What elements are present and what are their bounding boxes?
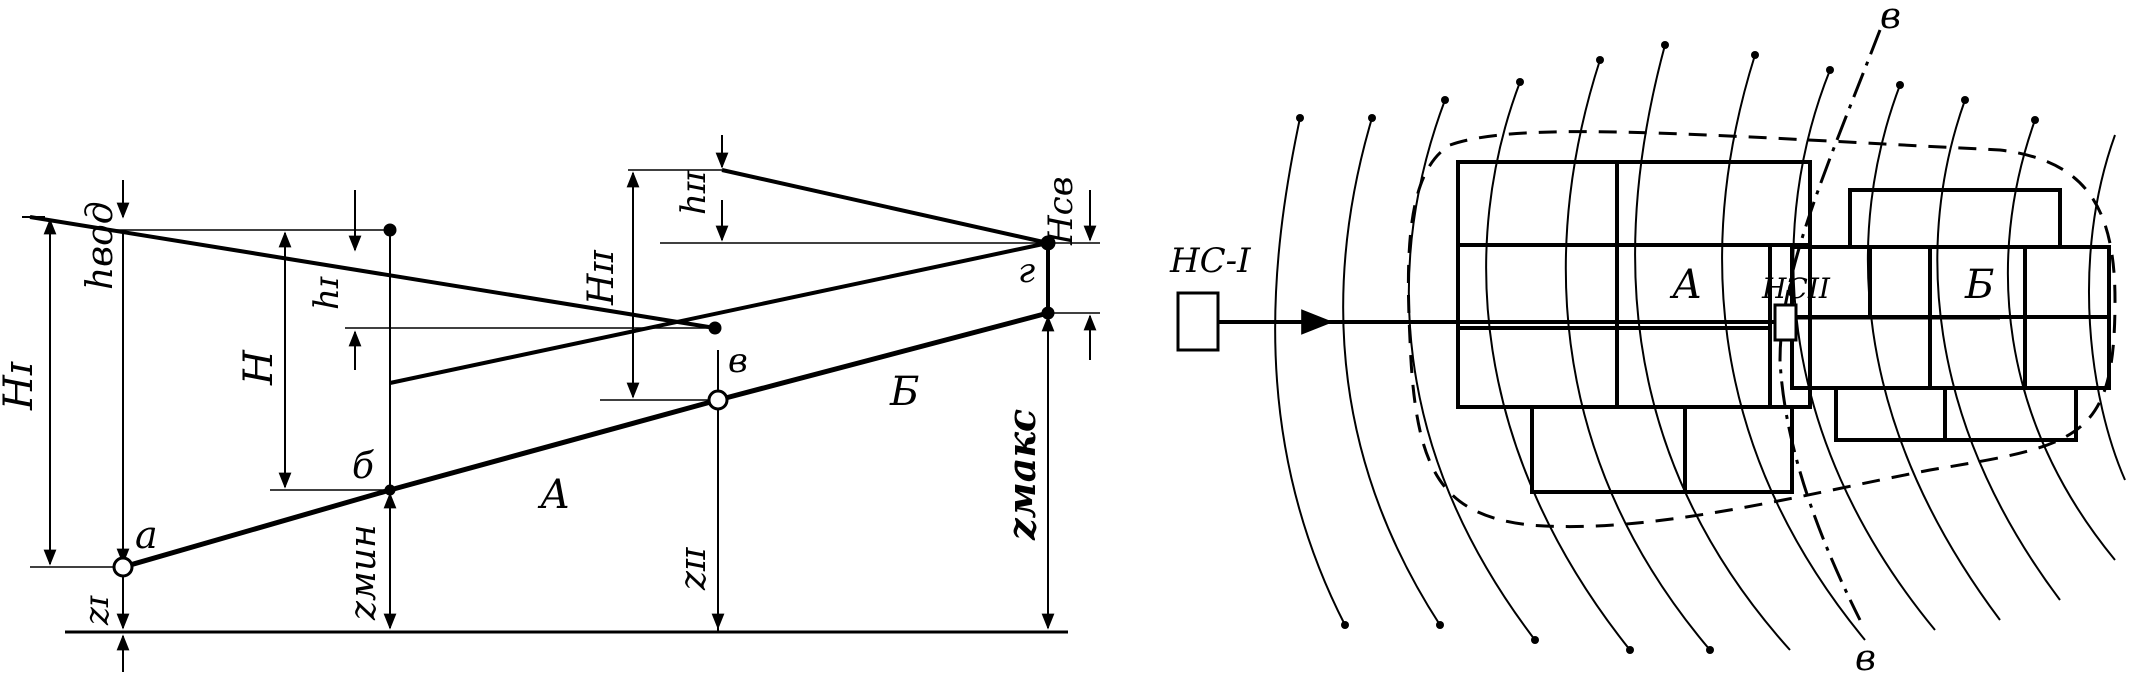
pump-station-1 [1176,291,1220,352]
contour-dots [1296,41,2039,654]
node-top-b-dot [383,223,397,237]
label-section-bottom: в [1855,638,1876,679]
label-ns2: НСII [1761,272,1831,305]
label-z-I: zɪ [77,595,117,626]
label-g: г [1018,251,1035,291]
node-mid-dot [708,321,722,335]
label-b: б [352,446,375,487]
label-plan-zone-A: А [1669,262,1702,308]
label-h-II: hɪɪ [674,170,714,215]
zone-a-blocks [1456,160,1812,494]
label-v: в [728,341,748,381]
label-section-top: в [1880,0,1901,37]
pressure-profile [22,135,1100,672]
ground-line-v-g [717,310,1049,403]
label-H-II: Hɪɪ [581,249,622,306]
label-plan-zone-B: Б [1964,262,1994,308]
label-a: а [135,513,158,557]
ground-line-a-b [122,487,391,570]
piezometric-line-zone-b [721,168,1049,245]
label-H: H [236,349,282,386]
contour-lines [1274,44,2126,651]
profile-labels: Hɪ hвод H hɪ Hɪɪ hɪɪ Hсв zɪ zмин zɪɪ zма… [0,170,1081,626]
label-h-I: hɪ [307,276,347,310]
node-g-dot [1041,306,1055,320]
city-boundary-dashed [1406,130,2117,529]
piezometric-line-zone-a [29,215,716,330]
zone-b-lower-line [389,241,1049,385]
node-hsv-dot [1040,235,1056,251]
label-ns1: НС-I [1169,241,1251,281]
node-v [707,389,729,411]
ground-line-b-v [389,397,719,493]
label-z-maks: zмакс [999,409,1044,541]
label-H-sv: Hсв [1041,177,1081,246]
label-h-vod: hвод [80,201,121,290]
label-zone-A: А [537,472,570,518]
label-zone-B: Б [889,369,919,415]
label-z-II: zɪɪ [673,547,714,591]
node-b-dot [384,484,396,496]
node-a [112,556,134,578]
label-z-min: zмин [343,524,384,621]
plan-view [1176,29,2126,654]
section-line [1778,29,1882,621]
pump-station-2 [1773,303,1798,342]
zone-b-blocks [1790,188,2111,442]
label-H-I: Hɪ [0,361,42,411]
plan-labels: НС-I НСII А Б в в [1169,0,1994,679]
